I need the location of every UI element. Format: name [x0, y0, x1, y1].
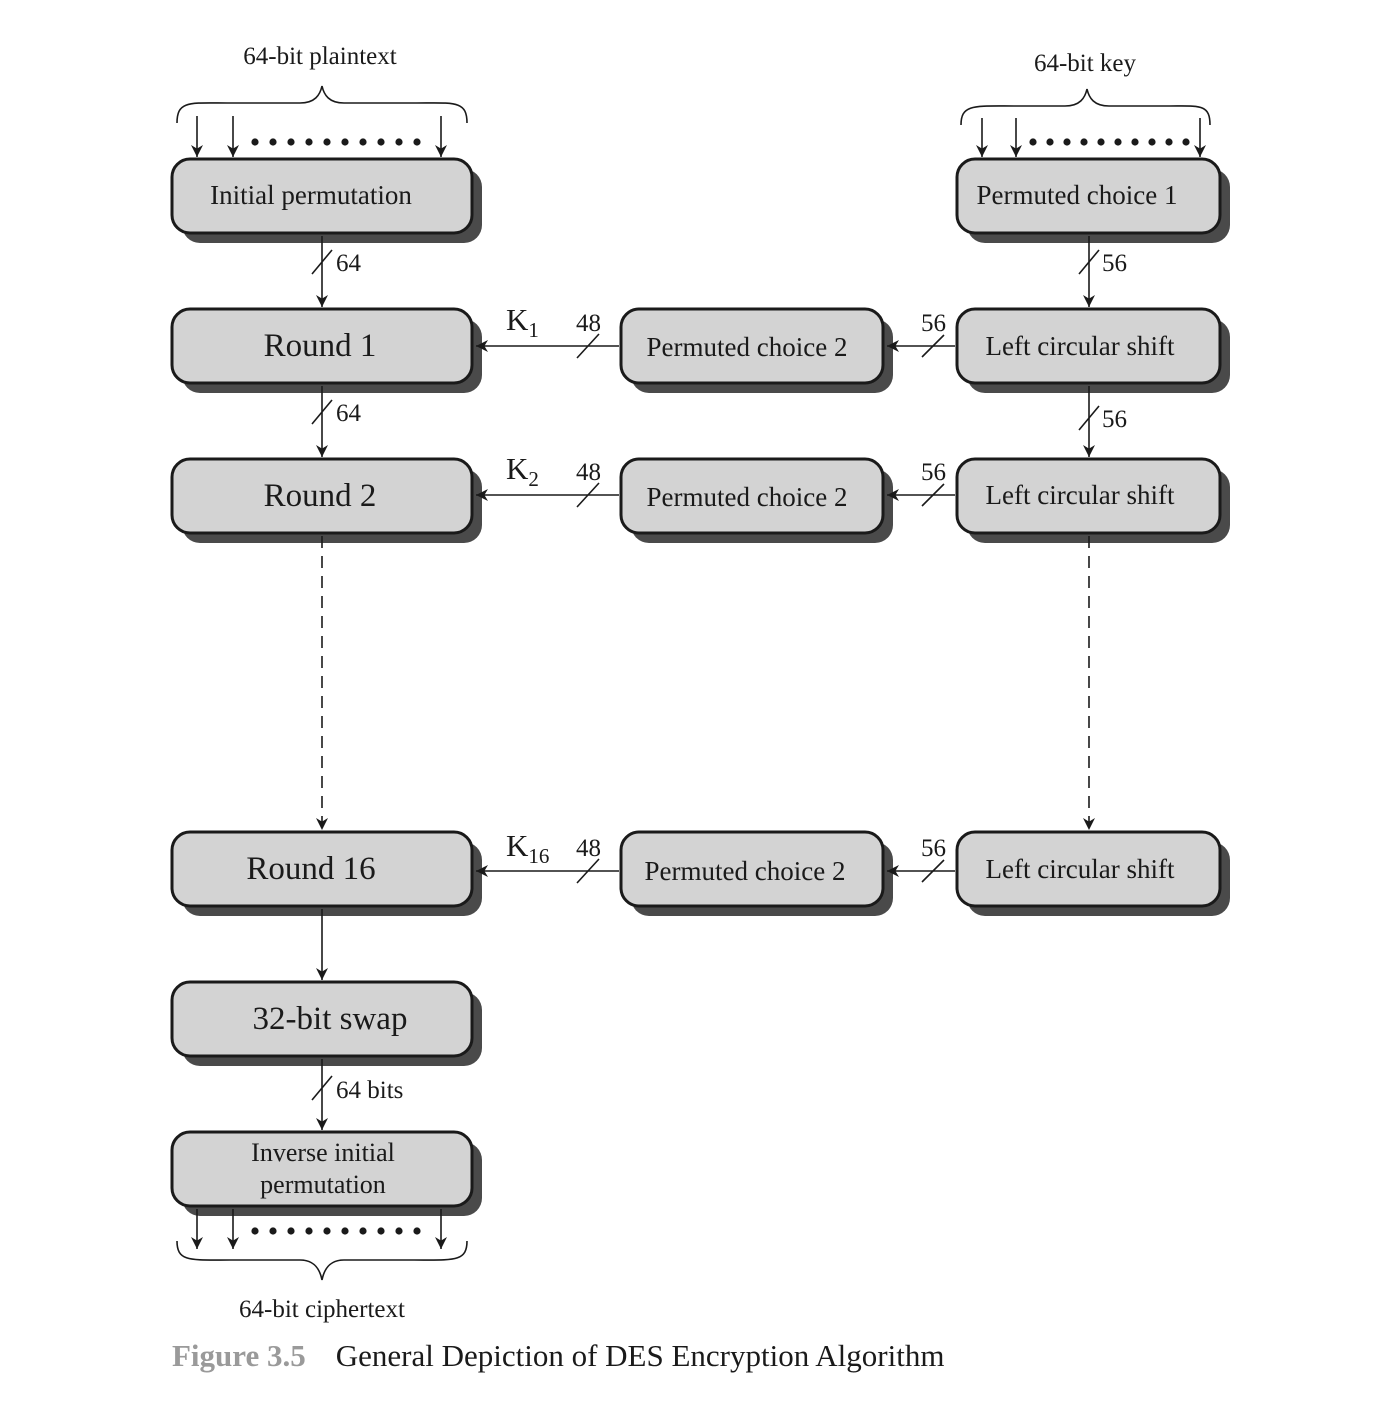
- key-brace: [960, 88, 1211, 126]
- right-column-arrows: [1078, 236, 1100, 830]
- left-circular-shift-1-label: Left circular shift: [986, 331, 1175, 361]
- width-label-round1-round2: 64: [336, 400, 362, 427]
- permuted-choice-1-label: Permuted choice 1: [977, 180, 1178, 210]
- subkey-k16-label: K16: [506, 828, 549, 868]
- width-label-k2: 48: [576, 459, 601, 486]
- tick-round1-to-round2: [311, 399, 333, 425]
- permuted-choice-2-round-1-box: Permuted choice 2: [619, 307, 893, 393]
- plaintext-input-arrows: [191, 116, 447, 157]
- permuted-choice-2-round-2-label: Permuted choice 2: [647, 482, 848, 512]
- tick-ip-to-round1: [311, 249, 333, 275]
- lcs-to-pc2-arrows: [887, 334, 955, 883]
- inverse-initial-permutation-box: Inverse initial permutation: [170, 1130, 482, 1216]
- tick-lcs1-to-lcs2: [1078, 405, 1100, 431]
- left-circular-shift-1-box: Left circular shift: [955, 307, 1230, 393]
- inverse-label-line-2: permutation: [260, 1170, 386, 1199]
- permuted-choice-2-round-2-box: Permuted choice 2: [619, 457, 893, 543]
- ciphertext-brace: [176, 1240, 468, 1281]
- permuted-choice-2-round-16-box: Permuted choice 2: [619, 830, 893, 916]
- width-label-swap-inverse: 64 bits: [336, 1077, 403, 1104]
- ciphertext-output-arrows: [191, 1209, 447, 1249]
- swap-box: 32-bit swap: [170, 980, 482, 1066]
- key-label: 64-bit key: [1034, 50, 1137, 77]
- permuted-choice-1-box: Permuted choice 1: [955, 157, 1230, 243]
- plaintext-brace: [176, 85, 468, 124]
- subkey-k2-label: K2: [506, 451, 539, 491]
- width-label-lcs1-pc2: 56: [921, 310, 946, 337]
- round-2-label: Round 2: [264, 478, 377, 514]
- width-label-lcs16-pc2: 56: [921, 835, 946, 862]
- round-1-box: Round 1: [170, 307, 482, 393]
- round-16-label: Round 16: [246, 851, 375, 887]
- key-ellipsis-dots: [1029, 138, 1190, 146]
- left-column-arrows: [311, 236, 333, 1130]
- width-label-lcs1-lcs2: 56: [1102, 406, 1127, 433]
- plaintext-ellipsis-dots: [251, 138, 421, 146]
- left-circular-shift-16-label: Left circular shift: [986, 854, 1175, 884]
- left-circular-shift-2-label: Left circular shift: [986, 480, 1175, 510]
- swap-label: 32-bit swap: [253, 1001, 408, 1037]
- width-label-k1: 48: [576, 310, 601, 337]
- ciphertext-ellipsis-dots: [251, 1227, 421, 1235]
- width-label-lcs2-pc2: 56: [921, 459, 946, 486]
- permuted-choice-2-round-16-label: Permuted choice 2: [645, 856, 846, 886]
- round-16-box: Round 16: [170, 830, 482, 916]
- ciphertext-label: 64-bit ciphertext: [239, 1296, 405, 1323]
- figure-number: Figure 3.5: [172, 1338, 306, 1373]
- tick-pc1-to-lcs1: [1078, 249, 1100, 275]
- width-label-ip-round1: 64: [336, 250, 362, 277]
- initial-permutation-label: Initial permutation: [210, 180, 412, 210]
- plaintext-label: 64-bit plaintext: [243, 43, 396, 70]
- figure-caption: Figure 3.5 General Depiction of DES Encry…: [172, 1338, 944, 1374]
- key-input-arrows: [976, 118, 1206, 157]
- tick-swap-to-inverse: [311, 1075, 333, 1101]
- width-label-pc1-lcs1: 56: [1102, 250, 1127, 277]
- figure-title: General Depiction of DES Encryption Algo…: [335, 1338, 945, 1373]
- subkey-k1-label: K1: [506, 302, 539, 342]
- round-2-box: Round 2: [170, 457, 482, 543]
- left-circular-shift-16-box: Left circular shift: [955, 830, 1230, 916]
- pc2-to-round-arrows: [476, 333, 619, 884]
- permuted-choice-2-round-1-label: Permuted choice 2: [647, 332, 848, 362]
- left-circular-shift-2-box: Left circular shift: [955, 457, 1230, 543]
- initial-permutation-box: Initial permutation: [170, 157, 482, 243]
- inverse-label-line-1: Inverse initial: [251, 1138, 395, 1167]
- width-label-k16: 48: [576, 835, 601, 862]
- round-1-label: Round 1: [264, 328, 377, 364]
